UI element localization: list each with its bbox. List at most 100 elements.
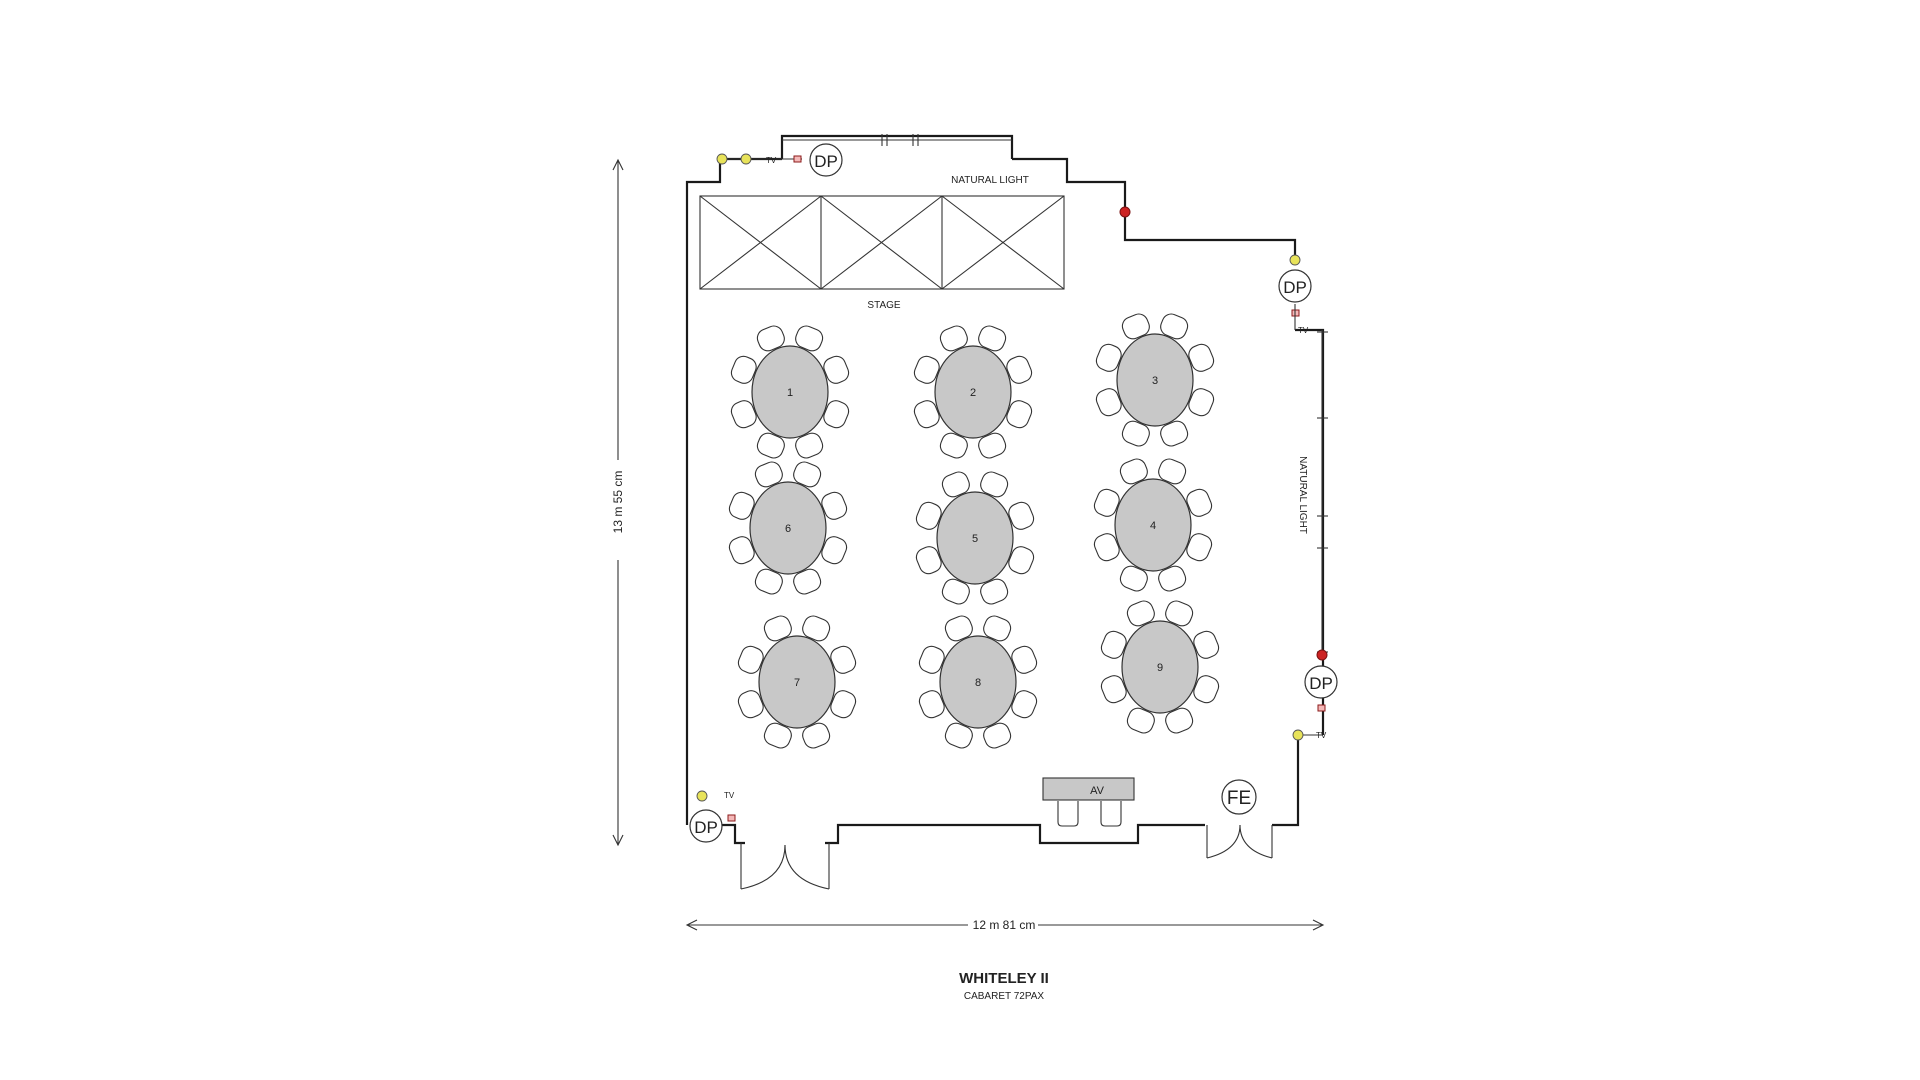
chair [1193, 675, 1220, 704]
table-2: 2 [913, 325, 1033, 459]
chair [944, 615, 973, 642]
table-number: 9 [1157, 662, 1163, 674]
outlet-icon [696, 790, 708, 802]
tv-label: TV [724, 791, 735, 800]
power-point-top: DP [809, 143, 843, 177]
tv-label: TV [766, 156, 777, 165]
top-window-marks [881, 134, 919, 146]
fire-extinguisher-label: FE [1227, 788, 1251, 809]
round-table [1121, 620, 1199, 714]
round-table [1116, 333, 1194, 427]
chair [1006, 355, 1033, 384]
chair [1100, 630, 1127, 659]
power-point-right-upper: DP [1278, 269, 1312, 303]
outlet-icon [1292, 729, 1304, 741]
tv-point-icon [793, 155, 802, 163]
av-desk: AV [1042, 777, 1135, 827]
chair [737, 690, 764, 719]
chair [941, 471, 970, 498]
right-window [1317, 330, 1328, 655]
table-number: 8 [975, 677, 981, 689]
chair [821, 536, 848, 565]
width-dimension: 12 m 81 cm [685, 916, 1325, 934]
chair [1186, 488, 1213, 517]
chair [1119, 565, 1148, 592]
chair [763, 615, 792, 642]
power-point-right-lower: DP [1304, 665, 1338, 699]
stage-label: STAGE [867, 300, 900, 311]
room-title: WHITELEY II [959, 970, 1049, 987]
tv-label: TV [1316, 731, 1327, 740]
table-number: 7 [794, 677, 800, 689]
tv-label: TV [1298, 326, 1309, 335]
sensor-icon [1119, 206, 1131, 218]
chair [983, 722, 1012, 749]
chair [830, 690, 857, 719]
chair [728, 491, 755, 520]
chair [1165, 707, 1194, 734]
chair [830, 645, 857, 674]
table-number: 4 [1150, 520, 1156, 532]
table-3: 3 [1095, 313, 1215, 447]
round-table [751, 345, 829, 439]
chair [1121, 420, 1150, 447]
chair [821, 491, 848, 520]
chair [978, 325, 1007, 352]
natural-light-right-label: NATURAL LIGHT [1297, 456, 1308, 534]
round-table [749, 481, 827, 575]
chair [1186, 533, 1213, 562]
height-dimension: 13 m 55 cm [608, 158, 628, 847]
chair [728, 536, 755, 565]
chair [1165, 600, 1194, 627]
chair [754, 461, 783, 488]
table-6: 6 [728, 461, 848, 595]
outlets-right-upper: TV [1289, 254, 1309, 335]
chair [823, 355, 850, 384]
chair [823, 400, 850, 429]
natural-light-top-label: NATURAL LIGHT [951, 175, 1029, 186]
chair [1011, 690, 1038, 719]
round-table [1114, 478, 1192, 572]
chair [944, 722, 973, 749]
width-dimension-label: 12 m 81 cm [973, 918, 1036, 932]
chair [1095, 388, 1122, 417]
chair [1093, 533, 1120, 562]
chair [1193, 630, 1220, 659]
room-subtitle: CABARET 72PAX [964, 991, 1045, 1002]
outlets-right-lower: TV [1292, 704, 1327, 741]
table-7: 7 [737, 615, 857, 749]
chair [1095, 343, 1122, 372]
av-label: AV [1090, 785, 1105, 797]
table-number: 5 [972, 533, 978, 545]
entrance-door-right [1206, 824, 1273, 859]
chair [795, 325, 824, 352]
outlet-icon [740, 153, 752, 165]
chair [756, 432, 785, 459]
chair [730, 400, 757, 429]
chair [918, 690, 945, 719]
chair [795, 432, 824, 459]
chair [913, 400, 940, 429]
chair [1008, 501, 1035, 530]
fire-extinguisher: FE [1221, 779, 1257, 815]
round-table [934, 345, 1012, 439]
chair [913, 355, 940, 384]
chair [754, 568, 783, 595]
chair [939, 432, 968, 459]
table-8: 8 [918, 615, 1038, 749]
chair [1160, 313, 1189, 340]
chair [793, 461, 822, 488]
chair [1119, 458, 1148, 485]
chair [802, 615, 831, 642]
chair [1006, 400, 1033, 429]
chair [978, 432, 1007, 459]
power-point-label: DP [1309, 674, 1333, 693]
table-number: 6 [785, 523, 791, 535]
table-number: 2 [970, 387, 976, 399]
chair [980, 471, 1009, 498]
chair [793, 568, 822, 595]
outlet-icon [716, 153, 728, 165]
chair [1188, 343, 1215, 372]
